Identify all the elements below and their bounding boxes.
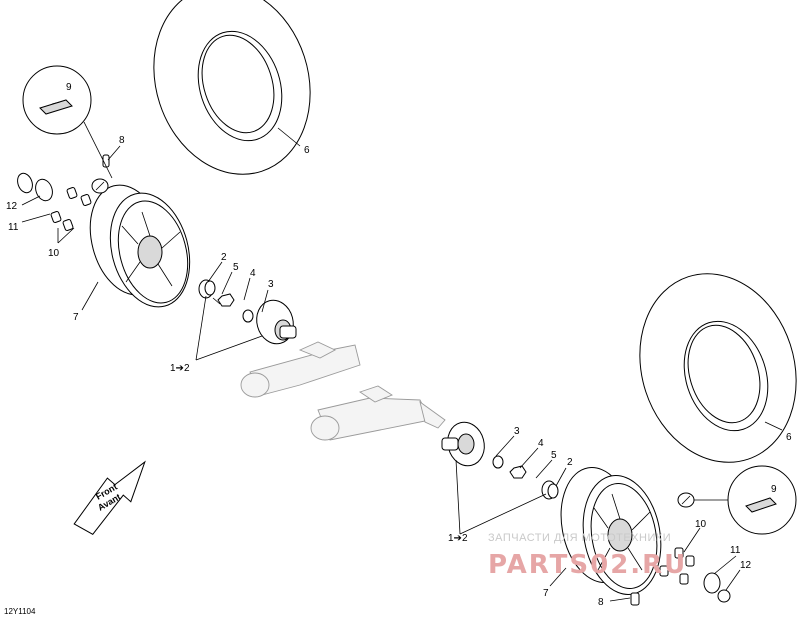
callout-6-top: 6 [304,145,310,156]
callout-9-left: 9 [66,82,72,93]
callout-labels: 9 8 6 12 11 10 7 2 5 4 3 1➔2 6 3 4 5 2 9… [6,82,792,608]
watermark-line1: ЗАПЧАСТИ ДЛЯ МОТОТЕХНИКИ [488,532,671,544]
callout-10-right: 10 [695,519,707,530]
callout-4-left: 4 [250,268,256,279]
watermark: ЗАПЧАСТИ ДЛЯ МОТОТЕХНИКИ PARTS02.RU [488,532,687,580]
callout-10-left: 10 [48,248,60,259]
callout-7-right: 7 [543,588,549,599]
callout-12-left: 12 [6,201,18,212]
rim-left [89,184,191,308]
hardware-right [630,492,731,606]
callout-11-right: 11 [730,545,741,556]
callout-3-right: 3 [514,426,520,437]
callout-11-left: 11 [8,222,19,233]
callout-8-bottom: 8 [598,597,604,608]
callout-3-left: 3 [268,279,274,290]
callout-kit-right: 1➔2 [448,533,468,544]
a-arm-lower [310,385,446,441]
callout-6-right: 6 [786,432,792,443]
front-direction-arrow: Front Avant [73,460,146,535]
a-arm-upper [240,341,361,398]
hardware-left [17,154,110,232]
callout-2-left: 2 [221,252,227,263]
tire-top [153,0,311,175]
rim-right [560,467,662,595]
leader-lines [21,127,783,602]
callout-2-right: 2 [567,457,573,468]
hub-left-group [198,279,297,345]
detail-circle-right [694,465,797,535]
callout-9-right: 9 [771,484,777,495]
callout-5-left: 5 [233,262,239,273]
callout-kit-left: 1➔2 [170,363,190,374]
diagram-code: 12Y1104 [4,607,36,616]
callout-7-left: 7 [73,312,79,323]
callout-12-right: 12 [740,560,752,571]
hub-right-group [441,421,559,500]
callout-4-right: 4 [538,438,544,449]
callout-5-right: 5 [551,450,557,461]
watermark-line2: PARTS02.RU [488,550,687,580]
callout-8-top: 8 [119,135,125,146]
detail-circle-left [22,65,113,179]
tire-right [639,273,797,463]
